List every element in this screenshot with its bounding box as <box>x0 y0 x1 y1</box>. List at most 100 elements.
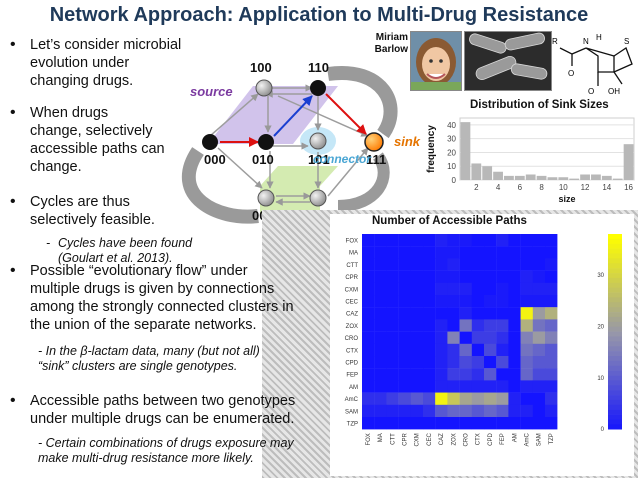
heatmap-cell <box>374 234 387 247</box>
heatmap-cell <box>520 331 533 344</box>
colorbar-segment <box>608 258 622 264</box>
y-tick-label: 20 <box>447 148 456 157</box>
heatmap-cell <box>423 368 436 381</box>
heatmap-cell <box>386 234 399 247</box>
heatmap-cell <box>447 270 460 283</box>
row-label: FEP <box>346 373 358 379</box>
colorbar-segment <box>608 282 622 288</box>
row-label: AM <box>349 385 358 391</box>
bullet-dot: • <box>10 104 16 121</box>
histogram-bar <box>536 175 547 180</box>
heatmap-cell <box>423 331 436 344</box>
heatmap-cell <box>447 331 460 344</box>
heatmap-cell <box>545 246 558 259</box>
heatmap-cell <box>545 307 558 320</box>
heatmap-cell <box>362 392 375 405</box>
colorbar-segment <box>608 404 622 410</box>
bullet-5-line: under multiple drugs can be enumerated. <box>30 411 295 427</box>
node-010 <box>258 134 274 150</box>
heatmap-cell <box>410 295 424 308</box>
heatmap-cell <box>410 270 424 283</box>
heatmap-cell <box>423 417 436 430</box>
heatmap-cell <box>545 380 558 393</box>
heatmap-cell <box>362 319 375 332</box>
heatmap-cell <box>435 380 448 393</box>
heatmap-cell <box>423 380 436 393</box>
bullet-2-line: accessible paths can <box>30 141 165 157</box>
histogram-bar <box>482 166 493 180</box>
heatmap-cell <box>398 246 411 259</box>
heatmap-cell <box>423 295 436 308</box>
heatmap-cell <box>447 343 460 357</box>
sub-note-1-line: Cycles have been found <box>58 236 193 250</box>
x-tick-label: 14 <box>602 183 611 192</box>
heatmap-cell <box>410 343 424 357</box>
credit-line-2: Barlow <box>374 44 408 55</box>
heatmap-cell <box>459 417 472 430</box>
heatmap-cell <box>545 417 558 430</box>
heatmap-cell <box>398 343 411 357</box>
colorbar-tick-label: 10 <box>597 376 604 382</box>
column-label: MA <box>378 433 384 442</box>
heatmap-cell <box>484 295 497 308</box>
heatmap-cell <box>459 356 472 369</box>
heatmap-cell <box>484 343 497 357</box>
colorbar-segment <box>608 321 622 328</box>
x-tick-label: 16 <box>624 183 633 192</box>
heatmap-cell <box>423 270 436 283</box>
heatmap-cell <box>471 368 485 381</box>
heatmap-cell <box>435 307 448 320</box>
heatmap-cell <box>423 246 436 259</box>
connector-region <box>260 166 338 214</box>
heatmap-cell <box>374 392 387 405</box>
heatmap-cell <box>496 295 509 308</box>
heatmap-cell <box>459 380 472 393</box>
heatmap-cell <box>423 307 436 320</box>
y-tick-label: 0 <box>452 176 457 185</box>
colorbar-segment <box>608 316 622 323</box>
colorbar-segment <box>608 385 622 391</box>
colorbar-segment <box>608 331 622 337</box>
heatmap-cell <box>362 234 375 247</box>
portrait-photo <box>410 31 462 91</box>
heatmap-cell <box>459 307 472 320</box>
colorbar-segment <box>608 370 622 376</box>
bullet-1-line: changing drugs. <box>30 73 134 89</box>
colorbar-segment <box>608 409 622 415</box>
heatmap-cell <box>471 356 485 369</box>
heatmap-cell <box>471 343 485 357</box>
colorbar-segment <box>608 243 622 249</box>
row-label: ZOX <box>346 324 358 330</box>
heatmap-cell <box>398 356 411 369</box>
heatmap-cell <box>459 282 472 296</box>
heatmap-cell <box>508 343 521 357</box>
heatmap-cell <box>398 368 411 381</box>
heatmap-cell <box>545 319 558 332</box>
heatmap-cell <box>459 246 472 259</box>
heatmap-cell <box>545 392 558 405</box>
heatmap-cell <box>496 270 509 283</box>
heatmap-cell <box>508 270 521 283</box>
heatmap-cell <box>410 380 424 393</box>
row-label: FOX <box>346 239 358 245</box>
histogram-bar <box>514 175 525 180</box>
y-axis-label: frequency <box>426 125 437 173</box>
bullet-4-line: among the strongly connected clusters in <box>30 299 294 315</box>
heatmap-cell <box>423 392 436 405</box>
heatmap-cell <box>520 234 533 247</box>
heatmap-cell <box>496 319 509 332</box>
bullet-1: • Let’s consider microbial evolution und… <box>10 36 181 90</box>
heatmap-cell <box>532 380 546 393</box>
heatmap-cell <box>362 417 375 430</box>
column-label: CTT <box>390 433 396 445</box>
column-label: FOX <box>366 433 372 445</box>
heatmap-cell <box>508 258 521 271</box>
heatmap-cell <box>386 295 399 308</box>
heatmap-cell <box>508 331 521 344</box>
heatmap-cell <box>398 404 411 418</box>
heatmap-cell <box>532 356 546 369</box>
histogram-bar <box>601 175 612 180</box>
bullet-3: • Cycles are thus selectively feasible. <box>10 193 155 229</box>
bullet-2: • When drugs change, selectively accessi… <box>10 104 165 176</box>
heatmap-cell <box>423 319 436 332</box>
